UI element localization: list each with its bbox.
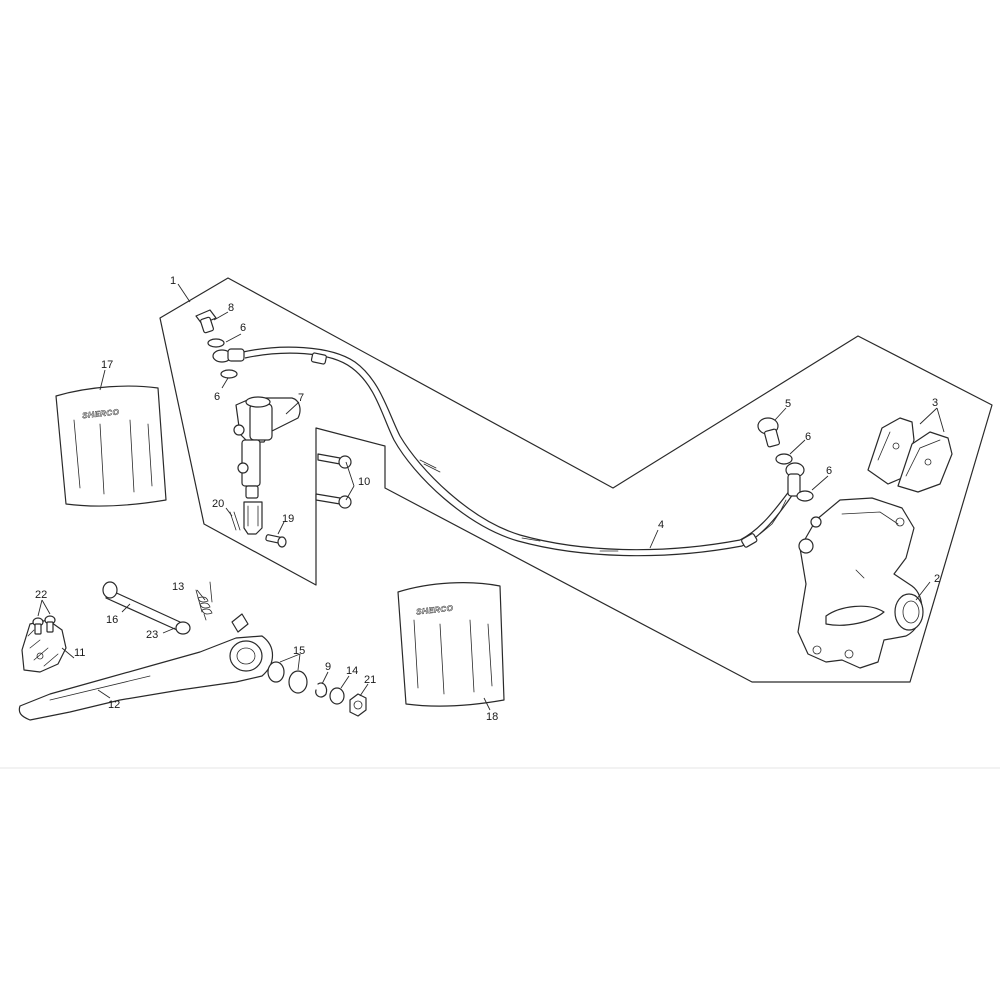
- circlip: [315, 682, 328, 698]
- callout-16: 16: [106, 614, 118, 626]
- callouts: 1 2 3 4 5 6 6 6 6 7 8 9 10 11 12 13 14 1…: [35, 275, 940, 723]
- callout-5: 5: [785, 398, 791, 410]
- leader-lines: [37, 283, 945, 711]
- pedal-tip: [21, 619, 67, 673]
- banjo-fitting-caliper: [759, 462, 805, 535]
- assembly-outline: [159, 277, 993, 683]
- callout-15: 15: [293, 645, 305, 657]
- pedal-tip-bolts: [32, 615, 56, 635]
- callout-13: 13: [172, 581, 184, 593]
- callout-6-caliper-b: 6: [826, 465, 832, 477]
- protective-bag-17: SHERCO: [55, 385, 167, 507]
- copper-washer-caliper-a: [775, 453, 793, 465]
- callout-9: 9: [325, 661, 331, 673]
- callout-3: 3: [932, 397, 938, 409]
- callout-22: 22: [35, 589, 47, 601]
- lock-nut: [349, 693, 367, 717]
- banjo-fitting-top: [212, 348, 245, 363]
- brake-hose: [242, 346, 794, 557]
- pivot-bushings: [267, 661, 308, 694]
- pivot-bushing: [175, 621, 191, 635]
- callout-20: 20: [212, 498, 224, 510]
- brake-caliper: [797, 497, 924, 669]
- return-spring: [195, 581, 213, 621]
- master-cylinder: [233, 396, 301, 535]
- callout-19: 19: [282, 513, 294, 525]
- brake-pads: [867, 417, 953, 493]
- callout-7: 7: [298, 392, 304, 404]
- mounting-bolts: [315, 453, 352, 509]
- callout-6-top: 6: [240, 322, 246, 334]
- callout-12: 12: [108, 699, 120, 711]
- callout-1: 1: [170, 275, 176, 287]
- callout-6-caliper-a: 6: [805, 431, 811, 443]
- callout-21: 21: [364, 674, 376, 686]
- callout-23: 23: [146, 629, 158, 641]
- banjo-bolt-5: [757, 417, 781, 448]
- copper-washer-top-b: [220, 369, 238, 379]
- callout-4: 4: [658, 519, 664, 531]
- clevis-pin: [265, 534, 287, 548]
- copper-washer-top-a: [207, 338, 225, 348]
- callout-8: 8: [228, 302, 234, 314]
- callout-6-lower: 6: [214, 391, 220, 403]
- callout-2: 2: [934, 573, 940, 585]
- protective-bag-18: SHERCO: [397, 582, 505, 707]
- callout-10: 10: [358, 476, 370, 488]
- callout-17: 17: [101, 359, 113, 371]
- callout-14: 14: [346, 665, 358, 677]
- bag-17-logo: SHERCO: [82, 407, 120, 420]
- banjo-bolt-8: [195, 309, 217, 334]
- brake-pedal: [18, 613, 274, 721]
- bag-18-logo: SHERCO: [416, 604, 454, 617]
- copper-washer-caliper-b: [796, 490, 814, 502]
- callout-18: 18: [486, 711, 498, 723]
- callout-11: 11: [74, 647, 85, 659]
- flat-washer: [329, 687, 345, 705]
